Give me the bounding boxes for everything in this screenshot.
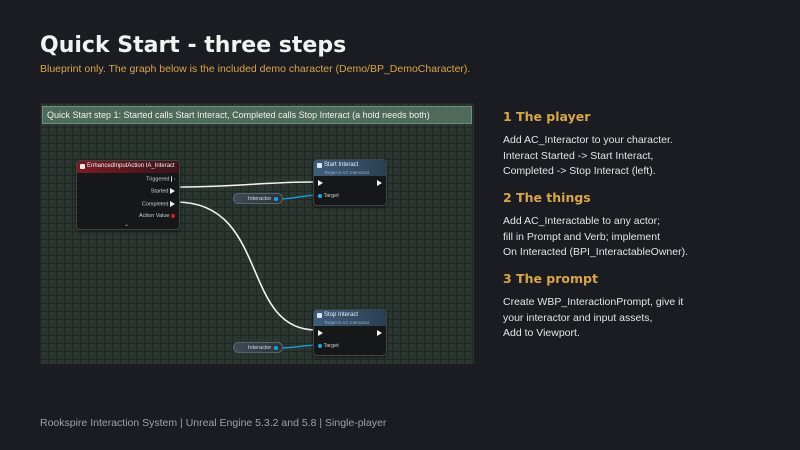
object-pin-icon bbox=[318, 193, 322, 198]
input-action-node-header: EnhancedInputAction IA_Interact bbox=[77, 161, 179, 173]
page-subtitle: Blueprint only. The graph below is the i… bbox=[40, 63, 471, 75]
step-title: 3 The prompt bbox=[503, 271, 598, 286]
exec-in-pin[interactable] bbox=[318, 180, 323, 186]
exec-pin-icon bbox=[318, 180, 323, 186]
step-line: Add to Viewport. bbox=[503, 327, 580, 339]
object-pin-icon bbox=[274, 346, 278, 350]
step-title: 2 The things bbox=[503, 190, 591, 205]
pin-started[interactable]: Started bbox=[151, 188, 175, 194]
event-icon bbox=[80, 164, 85, 169]
exec-wire-started bbox=[175, 181, 317, 188]
stop-interact-subtitle: Target is AC Interactor bbox=[324, 320, 370, 325]
pin-label: Action Value bbox=[138, 213, 170, 219]
footer: Rookspire Interaction System | Unreal En… bbox=[40, 417, 387, 429]
variable-label: Interactor bbox=[248, 196, 272, 202]
stop-interact-node[interactable]: Stop Interact Target is AC Interactor Ta… bbox=[313, 309, 387, 356]
variable-label: Interactor bbox=[248, 345, 272, 351]
start-interact-title: Start Interact bbox=[324, 162, 359, 168]
object-pin-icon bbox=[318, 343, 322, 348]
exec-pin-icon bbox=[170, 188, 175, 194]
pin-label: Started bbox=[150, 188, 169, 195]
interactor-variable-node[interactable]: Interactor bbox=[233, 193, 283, 204]
bool-pin-icon bbox=[171, 213, 175, 218]
graph-comment[interactable]: Quick Start step 1: Started calls Start … bbox=[42, 106, 472, 124]
graph-wires bbox=[175, 181, 321, 349]
pin-label: Triggered bbox=[146, 176, 170, 183]
step-line: Create WBP_InteractionPrompt, give it bbox=[503, 296, 684, 308]
chevron-down-icon[interactable]: ⌄ bbox=[124, 222, 130, 228]
interactor-variable-node[interactable]: Interactor bbox=[233, 342, 283, 353]
pin-label: Completed bbox=[141, 201, 169, 208]
exec-pin-icon bbox=[377, 330, 382, 336]
step-1: 1 The player Add AC_Interactor to your c… bbox=[503, 109, 793, 180]
exec-pin-icon bbox=[377, 180, 382, 186]
exec-pin-icon bbox=[318, 330, 323, 336]
exec-pin-icon bbox=[170, 201, 175, 207]
exec-wire-completed bbox=[175, 201, 317, 331]
exec-out-pin[interactable] bbox=[377, 330, 382, 336]
stop-interact-title: Stop Interact bbox=[324, 312, 359, 318]
step-title: 1 The player bbox=[503, 109, 591, 124]
start-interact-node-header: Start Interact Target is AC Interactor bbox=[314, 160, 386, 176]
target-pin[interactable]: Target bbox=[318, 193, 339, 199]
step-line: Interact Started -> Start Interact, bbox=[503, 149, 654, 162]
input-action-node[interactable]: EnhancedInputAction IA_Interact Triggere… bbox=[76, 160, 180, 230]
step-line: Add AC_Interactable to any actor; bbox=[503, 215, 661, 227]
start-interact-subtitle: Target is AC Interactor bbox=[324, 170, 370, 175]
input-action-node-title: EnhancedInputAction IA_Interact bbox=[87, 163, 175, 169]
exec-out-pin[interactable] bbox=[377, 180, 382, 186]
blueprint-graph[interactable]: Quick Start step 1: Started calls Start … bbox=[40, 103, 474, 364]
exec-in-pin[interactable] bbox=[318, 330, 323, 336]
exec-pin-hollow-icon bbox=[171, 176, 175, 182]
pin-label: Target bbox=[323, 193, 339, 199]
step-line: Add AC_Interactor to your character. bbox=[503, 134, 673, 146]
step-2: 2 The things Add AC_Interactable to any … bbox=[503, 190, 793, 261]
start-interact-node[interactable]: Start Interact Target is AC Interactor T… bbox=[313, 159, 387, 206]
step-line: fill in Prompt and Verb; implement bbox=[503, 230, 660, 243]
step-line: Completed -> Stop Interact (left). bbox=[503, 165, 656, 177]
pin-label: Target bbox=[323, 343, 339, 349]
step-3: 3 The prompt Create WBP_InteractionPromp… bbox=[503, 271, 793, 342]
target-pin[interactable]: Target bbox=[318, 343, 339, 349]
pin-completed[interactable]: Completed bbox=[142, 201, 175, 207]
step-line: your interactor and input assets, bbox=[503, 311, 653, 324]
stop-interact-node-header: Stop Interact Target is AC Interactor bbox=[314, 310, 386, 326]
function-icon bbox=[317, 313, 322, 318]
step-line: On Interacted (BPI_InteractableOwner). bbox=[503, 246, 689, 258]
pin-triggered[interactable]: Triggered bbox=[146, 176, 175, 182]
pin-action-value[interactable]: Action Value bbox=[139, 213, 175, 219]
page-title: Quick Start - three steps bbox=[40, 33, 347, 58]
object-pin-icon bbox=[274, 197, 278, 201]
function-icon bbox=[317, 163, 322, 168]
